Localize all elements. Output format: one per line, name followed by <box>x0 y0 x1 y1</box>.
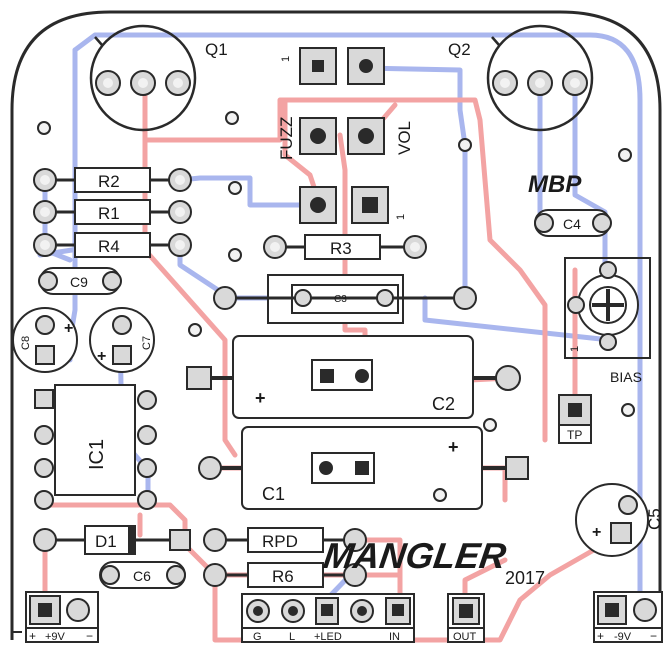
capacitor-c6: C6 <box>99 561 186 589</box>
out-pad: OUT <box>447 593 485 643</box>
pwr-left-label: +9V <box>45 631 66 643</box>
power-in-right: + -9V − <box>593 591 663 643</box>
year-label: 2017 <box>505 568 545 588</box>
hdr-out-label: OUT <box>453 631 477 643</box>
capacitor-c7: + C7 <box>89 307 155 373</box>
svg-text:+: + <box>97 348 106 365</box>
q2-label: Q2 <box>448 40 471 59</box>
r3-label: R3 <box>330 239 352 258</box>
hdr-led-label: +LED <box>314 631 342 643</box>
hdr-in-label: IN <box>389 631 400 643</box>
svg-text:+: + <box>448 437 459 457</box>
r4-label: R4 <box>98 237 120 256</box>
svg-text:+: + <box>255 388 266 408</box>
q1-label: Q1 <box>205 40 228 59</box>
c9-label: C9 <box>70 274 88 290</box>
capacitor-c8: + C8 <box>12 307 78 373</box>
svg-text:−: − <box>650 629 657 643</box>
pin1-marker-top: 1 <box>280 56 292 62</box>
resistor-r2: R2 <box>45 167 180 193</box>
vias <box>37 111 635 502</box>
c5-label: C5 <box>645 508 664 530</box>
mangler-logo: MANGLER <box>321 535 509 576</box>
c3-label: C3 <box>334 294 347 305</box>
hdr-g-label: G <box>253 631 262 643</box>
svg-text:+: + <box>29 629 36 643</box>
r6-label: R6 <box>272 567 294 586</box>
d1-label: D1 <box>95 532 117 551</box>
trimmer-bias: 1 BIAS <box>564 257 651 385</box>
board-outline <box>10 10 662 640</box>
rpd-label: RPD <box>262 532 298 551</box>
test-point: TP <box>558 394 592 444</box>
resistor-r4: R4 <box>45 232 180 258</box>
c2-label: C2 <box>432 394 455 414</box>
power-in-left: + +9V − <box>25 591 99 643</box>
svg-text:+: + <box>597 629 604 643</box>
c6-label: C6 <box>133 568 151 584</box>
pin1-marker-mid: 1 <box>395 214 407 220</box>
transistor-q2: Q2 <box>448 24 594 132</box>
fuzz-label: FUZZ <box>277 117 296 160</box>
c1-label: C1 <box>262 484 285 504</box>
c4-label: C4 <box>563 216 581 232</box>
top-connector: 1 <box>280 47 385 85</box>
pwr-right-label: -9V <box>614 631 632 643</box>
resistor-rpd: RPD <box>203 527 367 553</box>
transistor-q1: Q1 <box>89 24 228 132</box>
ic1: IC1 <box>34 384 157 510</box>
c8-label: C8 <box>20 336 32 350</box>
pin1-marker-bias: 1 <box>569 346 581 352</box>
vol-label: VOL <box>395 121 414 155</box>
hdr-l-label: L <box>289 631 295 643</box>
capacitor-c2: + C2 <box>186 335 521 419</box>
c7-label: C7 <box>141 336 153 350</box>
svg-text:+: + <box>64 320 73 337</box>
switch-pads: 1 <box>299 186 407 224</box>
ic1-label: IC1 <box>86 439 108 470</box>
resistor-r3: R3 <box>263 234 427 260</box>
bias-label: BIAS <box>610 369 642 385</box>
capacitor-c4: C4 <box>534 209 612 237</box>
r1-label: R1 <box>98 204 120 223</box>
capacitor-c3: C3 <box>213 274 477 324</box>
diode-d1: D1 <box>33 525 191 555</box>
capacitor-c1: + C1 <box>198 426 529 510</box>
io-header: G L +LED IN <box>241 593 415 643</box>
svg-text:−: − <box>86 629 93 643</box>
mbp-logo: MBP <box>528 171 582 198</box>
capacitor-c5: + C5 <box>575 483 664 557</box>
svg-text:+: + <box>592 524 601 541</box>
capacitor-c9: C9 <box>38 267 122 295</box>
r2-label: R2 <box>98 172 120 191</box>
resistor-r1: R1 <box>45 199 180 225</box>
tp-label: TP <box>567 428 582 442</box>
resistor-r6: R6 <box>203 562 367 588</box>
fuzz-vol-pads: FUZZ VOL <box>277 117 414 160</box>
